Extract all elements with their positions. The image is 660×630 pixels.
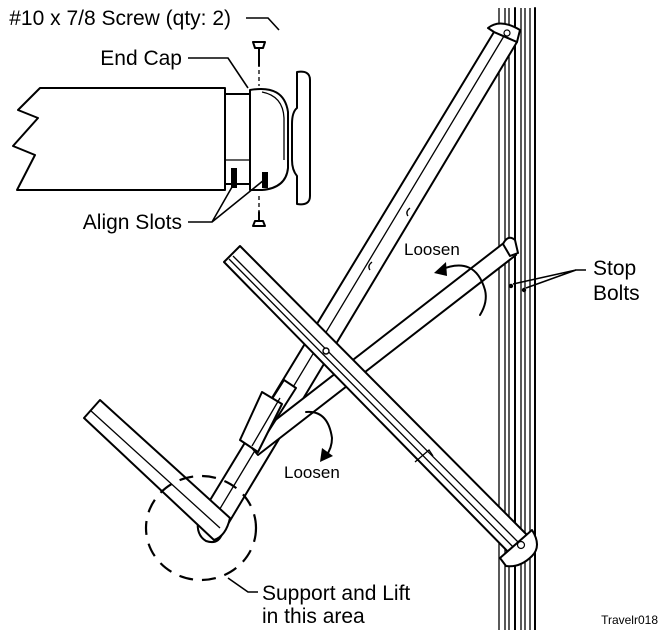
- end-cap-inset: [12, 41, 311, 227]
- stop-bolts-leader: [512, 269, 586, 289]
- stop-bolts-label-line2: Bolts: [593, 282, 640, 305]
- support-label-line1: Support and Lift: [262, 582, 410, 605]
- end-cap-label: End Cap: [100, 47, 182, 70]
- stop-bolts: [508, 283, 527, 293]
- end-cap-leader: [188, 57, 249, 89]
- loosen-upper-arrowhead: [434, 262, 447, 276]
- support-area-circle: [144, 474, 258, 582]
- upper-strut: [246, 236, 519, 456]
- align-slots-leader: [188, 179, 265, 223]
- loosen-lower-arrow: [305, 410, 333, 457]
- loosen-lower-label: Loosen: [284, 463, 340, 482]
- screw-leader: [246, 17, 280, 31]
- loosen-upper-label: Loosen: [404, 240, 460, 259]
- figure-id: Travelr018: [601, 613, 658, 627]
- roller-tube: [83, 399, 231, 541]
- loosen-upper-arrow: [439, 264, 487, 316]
- cross-arm: [223, 245, 538, 568]
- stop-bolts-label-line1: Stop: [593, 257, 636, 280]
- support-leader: [227, 577, 258, 593]
- lower-slider: [239, 379, 297, 453]
- screw-label: #10 x 7/8 Screw (qty: 2): [9, 7, 231, 30]
- support-label-line2: in this area: [262, 605, 365, 628]
- loosen-lower-arrowhead: [320, 448, 333, 462]
- align-slots-label: Align Slots: [83, 211, 182, 234]
